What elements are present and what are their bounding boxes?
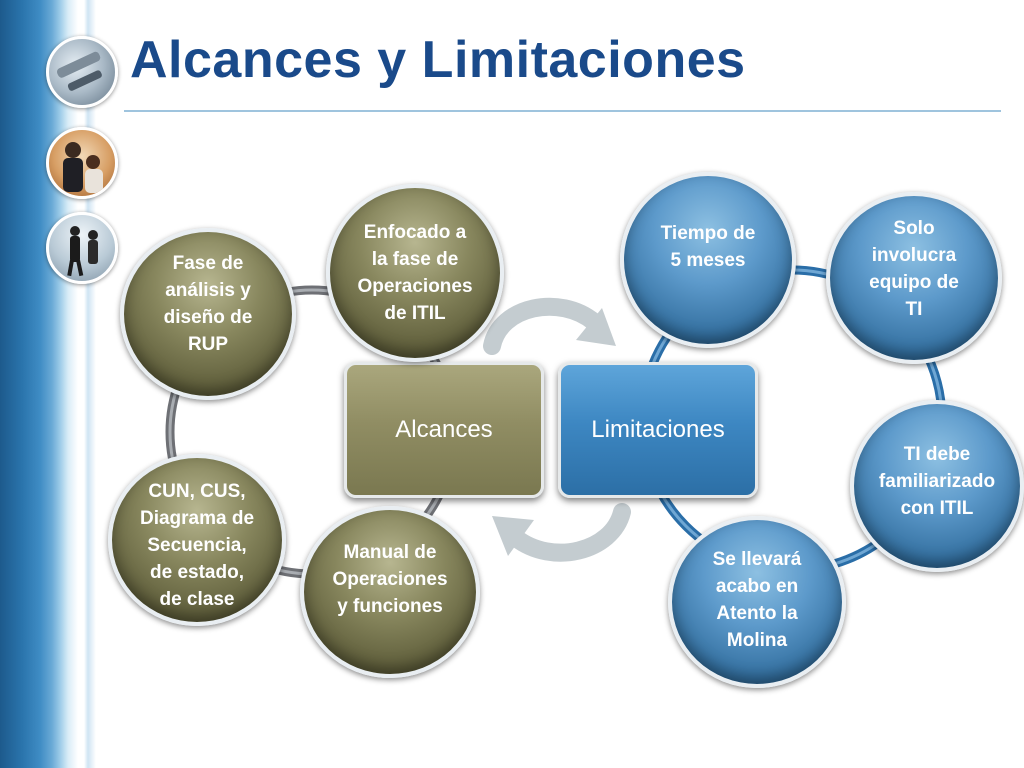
node-text-line: Molina <box>726 630 788 651</box>
node-text-line: diseño de <box>163 307 253 328</box>
alcances-node-manual: Manual de Operaciones y funciones <box>300 506 480 678</box>
node-text-line: de clase <box>159 588 235 610</box>
limitaciones-node-tiempo: Tiempo de 5 meses <box>620 172 796 348</box>
node-text-line: y funciones <box>337 595 443 617</box>
limitaciones-node-itil: TI debe familiarizado con ITIL <box>850 400 1024 572</box>
node-text-line: Fase de <box>172 253 244 274</box>
cycle-arrow-top-icon <box>483 297 616 355</box>
node-text-line: TI <box>905 299 923 320</box>
node-text-line: Enfocado a <box>363 222 467 243</box>
limitaciones-box: Limitaciones <box>558 362 758 498</box>
node-text-line: Operaciones <box>332 568 448 590</box>
node-text-line: Diagrama de <box>139 507 255 529</box>
photo-walking-people-icon <box>46 212 118 284</box>
title-divider <box>124 110 1001 112</box>
node-text-line: análisis y <box>165 280 251 301</box>
photo-meeting-icon <box>46 127 118 199</box>
node-text-line: 5 meses <box>670 250 746 271</box>
cycle-arrow-bottom-icon <box>492 503 631 562</box>
node-text-line: con ITIL <box>900 497 974 519</box>
node-text-line: CUN, CUS, <box>148 480 246 502</box>
node-text-line: Manual de <box>343 541 437 563</box>
alcances-node-diagramas: CUN, CUS, Diagrama de Secuencia, de esta… <box>108 454 286 626</box>
node-text-line: RUP <box>187 334 229 355</box>
limitaciones-label: Limitaciones <box>591 416 725 443</box>
node-text-line: la fase de <box>371 249 459 270</box>
alcances-node-itil: Enfocado a la fase de Operaciones de ITI… <box>326 184 504 362</box>
node-text-line: de ITIL <box>384 303 446 324</box>
photo-office-icon <box>46 36 118 108</box>
node-text-line: acabo en <box>715 576 799 597</box>
node-text-line: Secuencia, <box>147 534 247 556</box>
node-text-line: equipo de <box>869 272 959 293</box>
node-text-line: Solo <box>893 218 935 239</box>
node-text-line: TI debe <box>903 443 971 465</box>
limitaciones-node-atento: Se llevará acabo en Atento la Molina <box>668 516 846 688</box>
node-text-line: Atento la <box>716 603 798 624</box>
page-title: Alcances y Limitaciones <box>130 31 746 89</box>
limitaciones-node-equipo: Solo involucra equipo de TI <box>826 192 1002 364</box>
alcances-node-rup: Fase de análisis y diseño de RUP <box>120 228 296 400</box>
node-text-line: Se llevará <box>712 549 802 570</box>
left-decorative-stripes <box>0 0 120 768</box>
node-text-line: de estado, <box>150 561 244 583</box>
node-text-line: Operaciones <box>357 276 473 297</box>
alcances-box: Alcances <box>344 362 544 498</box>
node-text-line: familiarizado <box>878 470 996 492</box>
node-text-line: involucra <box>871 245 957 266</box>
node-text-line: Tiempo de <box>660 223 756 244</box>
alcances-label: Alcances <box>395 416 493 443</box>
